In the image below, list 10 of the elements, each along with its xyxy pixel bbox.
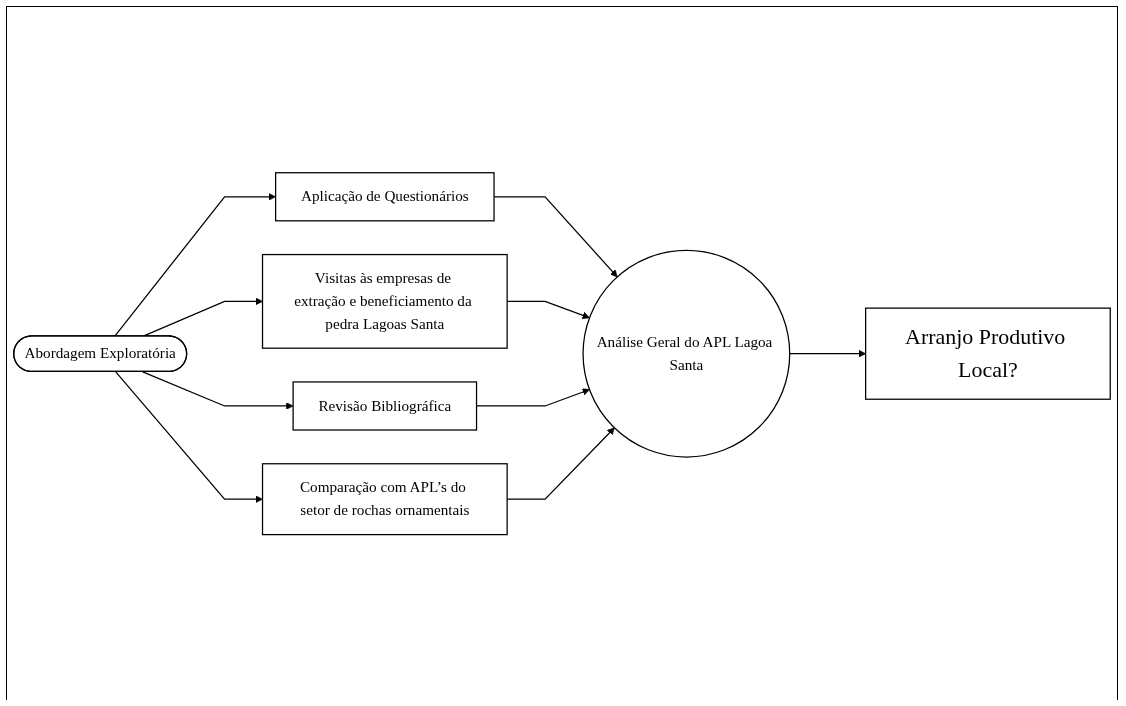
node-box: Comparação com APL’s do setor de rochas ornamentais bbox=[261, 462, 508, 536]
node-box: Arranjo Produtivo Local? bbox=[865, 307, 1111, 400]
arrow bbox=[142, 371, 294, 410]
node-circle: Análise Geral do APL Lagoa Santa bbox=[582, 249, 791, 458]
arrow bbox=[789, 349, 866, 358]
node-box: Revisão Bibliográfica bbox=[292, 381, 478, 431]
arrow bbox=[114, 192, 276, 337]
arrow bbox=[115, 371, 263, 503]
node-box: Aplicação de Questionários bbox=[275, 171, 495, 222]
node-box: Visitas às empresas de extração e beneficiamento da pedra Lagoas Santa bbox=[261, 253, 508, 349]
